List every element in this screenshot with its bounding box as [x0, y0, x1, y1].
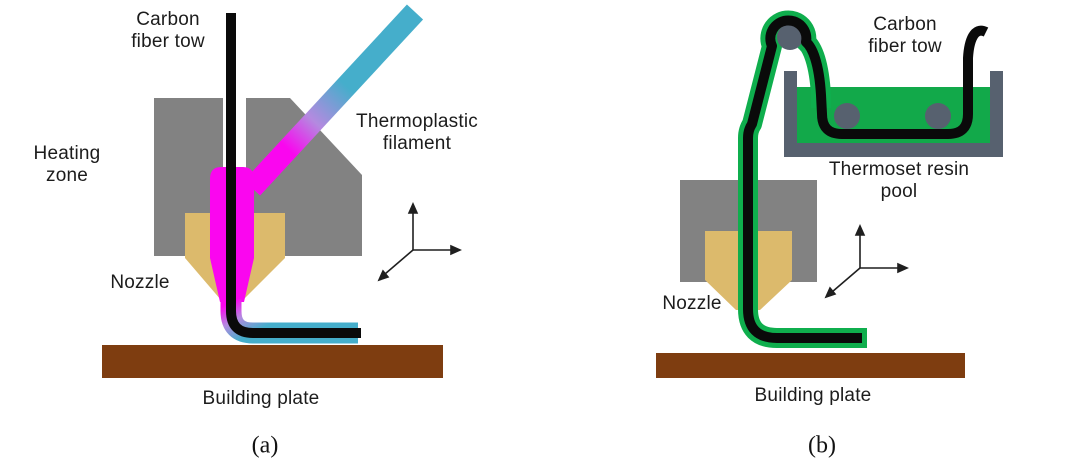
- label-thermoplastic-filament: Thermoplastic filament: [356, 110, 478, 154]
- label-nozzle-b: Nozzle: [662, 292, 722, 314]
- guide-pulley: [777, 24, 803, 50]
- label-carbon-fiber-tow-a: Carbon fiber tow: [131, 8, 205, 52]
- carbon-fiber-path-b: [743, 15, 989, 343]
- panel-b-shapes: [656, 10, 1003, 378]
- label-nozzle-a: Nozzle: [110, 271, 170, 293]
- building-plate-b-shape: [656, 353, 965, 378]
- resin-roller-left: [834, 103, 860, 129]
- label-heating-zone: Heating zone: [33, 142, 101, 186]
- label-carbon-fiber-tow-b: Carbon fiber tow: [868, 13, 942, 57]
- axes-icon-a: [377, 202, 462, 282]
- resin-tub: [784, 71, 1003, 157]
- caption-a: (a): [251, 432, 279, 459]
- resin-roller-right: [925, 103, 951, 129]
- building-plate-a-shape: [102, 345, 443, 378]
- axes-icon-b: [824, 224, 909, 299]
- label-building-plate-a: Building plate: [202, 387, 320, 409]
- label-thermoset-resin-pool: Thermoset resin pool: [828, 158, 970, 202]
- caption-b: (b): [808, 432, 836, 459]
- panel-a-shapes: [102, 4, 462, 378]
- thermoplastic-filament-bar: [243, 4, 424, 196]
- label-building-plate-b: Building plate: [754, 384, 872, 406]
- carbon-fiber-path-a: [226, 13, 361, 338]
